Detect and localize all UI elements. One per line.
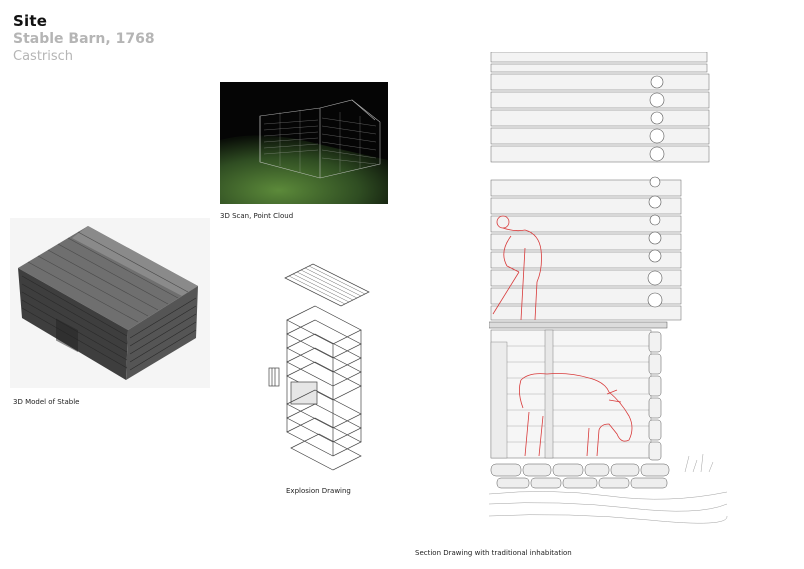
section-caption: Section Drawing with traditional inhabit… xyxy=(415,549,572,557)
header: Site Stable Barn, 1768 Castrisch xyxy=(13,12,155,66)
page-location: Castrisch xyxy=(13,49,74,64)
section-drawing xyxy=(488,51,729,528)
page-subtitle: Stable Barn, 1768 xyxy=(13,31,155,47)
stable-model-caption: 3D Model of Stable xyxy=(13,398,80,406)
explosion-drawing xyxy=(265,262,377,482)
point-cloud-caption: 3D Scan, Point Cloud xyxy=(220,212,294,220)
explosion-caption: Explosion Drawing xyxy=(286,487,351,495)
page-title: Site xyxy=(13,12,48,30)
point-cloud-image xyxy=(220,82,388,204)
stable-model-image xyxy=(10,218,210,388)
